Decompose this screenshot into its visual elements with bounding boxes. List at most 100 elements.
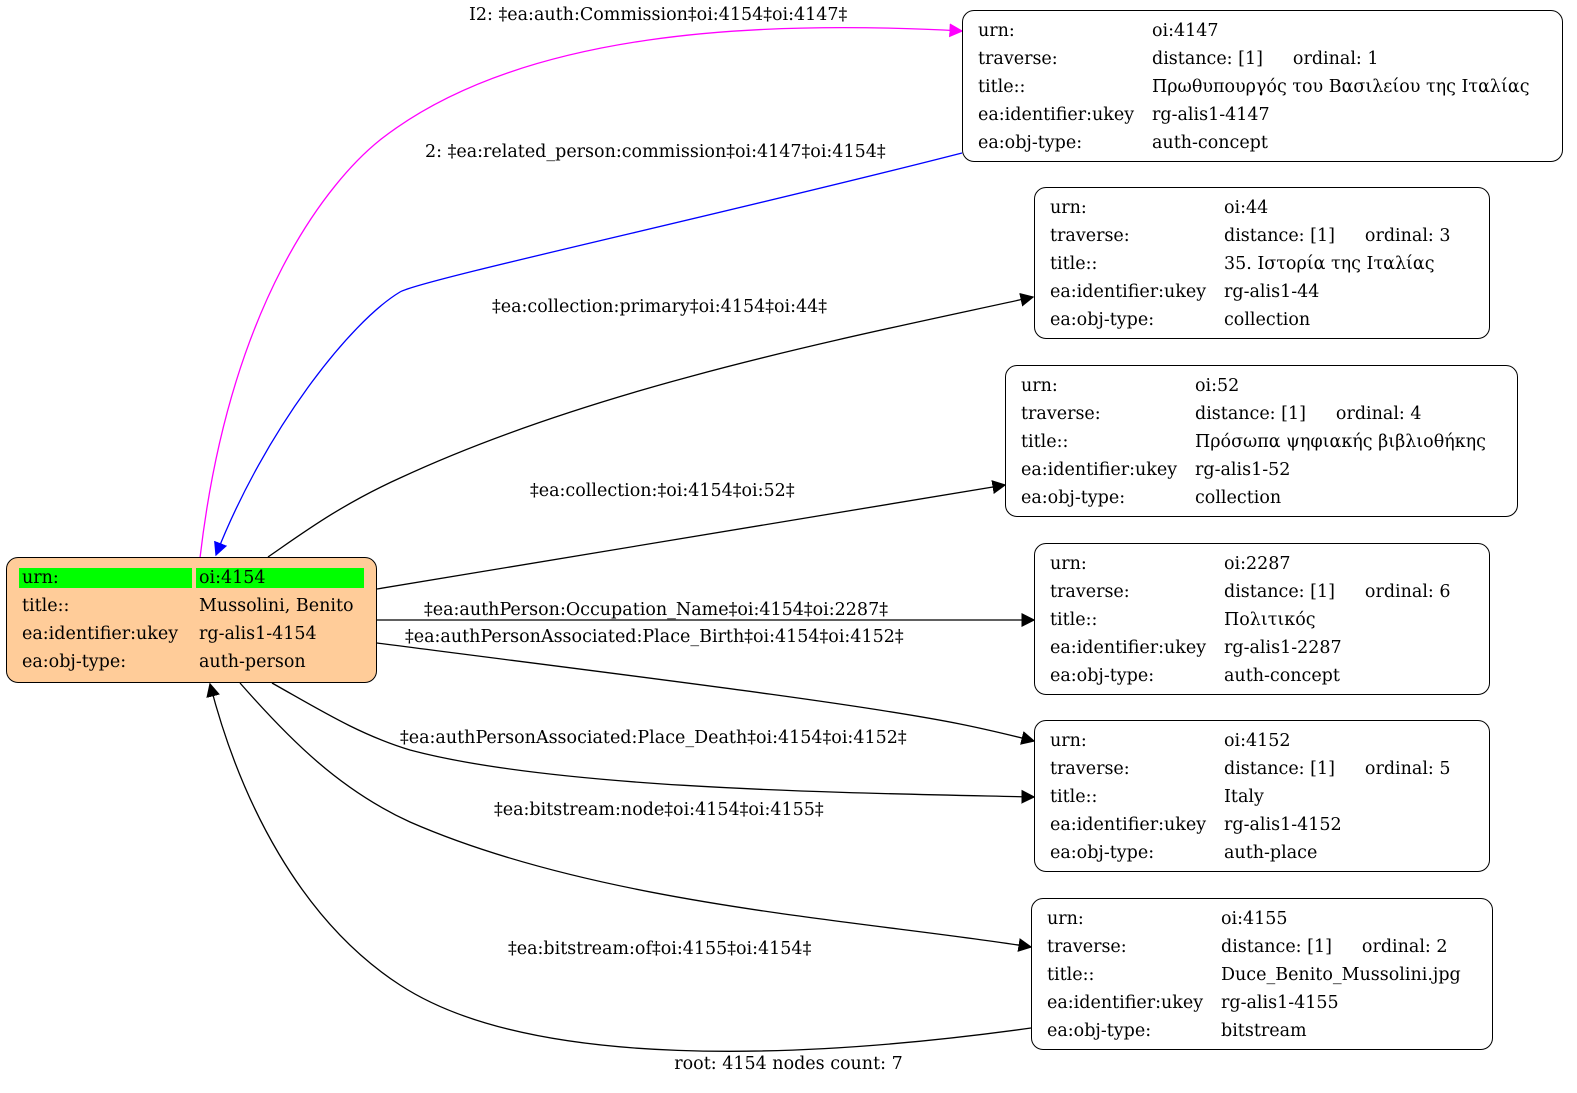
root-ukey-row: ea:identifier:ukey rg-alis1-4154	[19, 620, 364, 648]
root-ukey-key: ea:identifier:ukey	[22, 624, 179, 644]
edge-label-place-death: ‡ea:authPersonAssociated:Place_Death‡oi:…	[400, 728, 907, 748]
node-traverse-row: traverse:distance: [1]ordinal: 4	[1021, 400, 1505, 428]
node-oi-4152[interactable]: urn:oi:4152 traverse:distance: [1]ordina…	[1034, 720, 1490, 872]
edge-collection-primary	[267, 292, 1035, 558]
node-ordinal: ordinal: 3	[1364, 226, 1451, 246]
node-oi-2287[interactable]: urn:oi:2287 traverse: distance: [1] ordina…	[1034, 543, 1490, 695]
node-ordinal: ordinal: 2	[1361, 937, 1448, 957]
node-distance: distance: [1]	[1224, 582, 1335, 602]
node-title-value: Italy	[1224, 787, 1264, 807]
node-traverse-key: traverse:	[1050, 759, 1130, 779]
node-type-row: ea:obj-type:bitstream	[1047, 1017, 1480, 1045]
edge-label-place-birth: ‡ea:authPersonAssociated:Place_Birth‡oi:…	[405, 627, 904, 647]
node-traverse-key: traverse:	[1050, 582, 1130, 602]
node-ordinal: ordinal: 4	[1335, 404, 1422, 424]
node-type-value: auth-concept	[1224, 666, 1340, 686]
node-urn-key: urn:	[1047, 909, 1084, 929]
node-ukey-value: rg-alis1-52	[1195, 460, 1291, 480]
node-type-key: ea:obj-type:	[1050, 310, 1155, 330]
node-traverse-key: traverse:	[978, 49, 1058, 69]
node-ukey-row: ea:identifier:ukey rg-alis1-2287	[1050, 634, 1477, 662]
node-ukey-key: ea:identifier:ukey	[1050, 638, 1207, 658]
edge-label-bitstream-node: ‡ea:bitstream:node‡oi:4154‡oi:4155‡	[494, 800, 824, 820]
node-title-row: title::Πρόσωπα ψηφιακής βιβλιοθήκης	[1021, 428, 1505, 456]
node-distance: distance: [1]	[1224, 759, 1335, 779]
node-title-row: title::Πρωθυπουργός του Βασιλείου της Ιτ…	[978, 73, 1550, 101]
node-title-row: title::Italy	[1050, 783, 1477, 811]
node-oi-52[interactable]: urn: oi:52 traverse:distance: [1]ordinal:…	[1005, 365, 1518, 517]
node-ukey-value: rg-alis1-44	[1224, 282, 1320, 302]
node-traverse-row: traverse: distance: [1] ordinal: 6	[1050, 578, 1477, 606]
node-urn-key: urn:	[1050, 731, 1087, 751]
node-traverse-row: traverse: distance: [1] ordinal: 2	[1047, 933, 1480, 961]
root-title-key: title::	[22, 596, 70, 616]
node-oi-4147[interactable]: urn:oi:4147 traverse:distance: [1]ordina…	[962, 10, 1563, 162]
node-title-key: title::	[978, 77, 1026, 97]
root-urn-value: oi:4154	[196, 568, 364, 588]
root-ukey-value: rg-alis1-4154	[199, 624, 317, 644]
node-ukey-key: ea:identifier:ukey	[1050, 282, 1207, 302]
root-title-value: Mussolini, Benito	[199, 596, 354, 616]
edge-bitstream-of	[206, 682, 1032, 1052]
node-traverse-value: distance: [1] ordinal: 6	[1224, 582, 1451, 602]
node-type-value: auth-place	[1224, 843, 1318, 863]
root-urn-key: urn:	[19, 568, 192, 588]
node-title-key: title::	[1047, 965, 1095, 985]
node-urn-row: urn:oi:2287	[1050, 550, 1477, 578]
node-distance: distance: [1]	[1221, 937, 1332, 957]
node-oi-44[interactable]: urn:oi:44 traverse:distance: [1]ordinal:…	[1034, 187, 1490, 339]
node-urn-key: urn:	[1050, 198, 1087, 218]
node-urn-value: oi:52	[1195, 376, 1240, 396]
node-type-value: collection	[1224, 310, 1311, 330]
node-type-row: ea:obj-type: collection	[1050, 306, 1477, 334]
node-title-value: Duce_Benito_Mussolini.jpg	[1221, 965, 1461, 985]
edge-label-bitstream-of: ‡ea:bitstream:of‡oi:4155‡oi:4154‡	[508, 939, 812, 959]
node-ukey-key: ea:identifier:ukey	[1050, 815, 1207, 835]
node-title-value: 35. Ιστορία της Ιταλίας	[1224, 254, 1435, 274]
graph-footer: root: 4154 nodes count: 7	[674, 1054, 903, 1074]
node-urn-value: oi:4155	[1221, 909, 1288, 929]
node-type-row: ea:obj-type: auth-concept	[1050, 662, 1477, 690]
node-title-value: Πολιτικός	[1224, 610, 1316, 630]
root-type-row: ea:obj-type: auth-person	[19, 648, 364, 676]
edge-label-occupation-name: ‡ea:authPerson:Occupation_Name‡oi:4154‡o…	[424, 600, 888, 620]
node-ordinal: ordinal: 6	[1364, 582, 1451, 602]
node-distance: distance: [1]	[1224, 226, 1335, 246]
node-oi-4155[interactable]: urn: oi:4155 traverse: distance: [1] ordina…	[1031, 898, 1493, 1050]
node-traverse-value: distance: [1]ordinal: 4	[1195, 404, 1422, 424]
node-traverse-key: traverse:	[1047, 937, 1127, 957]
node-traverse-row: traverse:distance: [1]ordinal: 5	[1050, 755, 1477, 783]
node-traverse-row: traverse:distance: [1]ordinal: 1	[978, 45, 1550, 73]
edge-label-collection-primary: ‡ea:collection:primary‡oi:4154‡oi:44‡	[492, 297, 827, 317]
node-ordinal: ordinal: 1	[1292, 49, 1379, 69]
edge-collection	[376, 480, 1007, 590]
node-title-key: title::	[1021, 432, 1069, 452]
edge-label-collection: ‡ea:collection:‡oi:4154‡oi:52‡	[530, 481, 795, 501]
root-urn-row: urn: oi:4154	[19, 564, 364, 592]
node-urn-value: oi:4147	[1152, 21, 1219, 41]
node-title-key: title::	[1050, 610, 1098, 630]
node-urn-key: urn:	[1021, 376, 1058, 396]
node-ukey-key: ea:identifier:ukey	[1021, 460, 1178, 480]
node-type-row: ea:obj-type: auth-concept	[978, 129, 1550, 157]
node-urn-row: urn:oi:4152	[1050, 727, 1477, 755]
node-type-key: ea:obj-type:	[1047, 1021, 1152, 1041]
node-ukey-key: ea:identifier:ukey	[1047, 993, 1204, 1013]
node-traverse-row: traverse:distance: [1]ordinal: 3	[1050, 222, 1477, 250]
node-type-row: ea:obj-type:collection	[1021, 484, 1505, 512]
node-ukey-value: rg-alis1-2287	[1224, 638, 1342, 658]
node-type-value: auth-concept	[1152, 133, 1268, 153]
root-title-row: title:: Mussolini, Benito	[19, 592, 364, 620]
node-type-key: ea:obj-type:	[978, 133, 1083, 153]
root-node[interactable]: urn: oi:4154 title:: Mussolini, Benito e…	[6, 557, 377, 683]
edge-related-person-commission	[214, 152, 963, 557]
node-urn-row: urn:oi:4147	[978, 17, 1550, 45]
node-urn-value: oi:44	[1224, 198, 1269, 218]
node-type-key: ea:obj-type:	[1050, 666, 1155, 686]
node-ukey-value: rg-alis1-4155	[1221, 993, 1339, 1013]
root-type-key: ea:obj-type:	[22, 652, 127, 672]
node-urn-key: urn:	[1050, 554, 1087, 574]
node-type-row: ea:obj-type:auth-place	[1050, 839, 1477, 867]
